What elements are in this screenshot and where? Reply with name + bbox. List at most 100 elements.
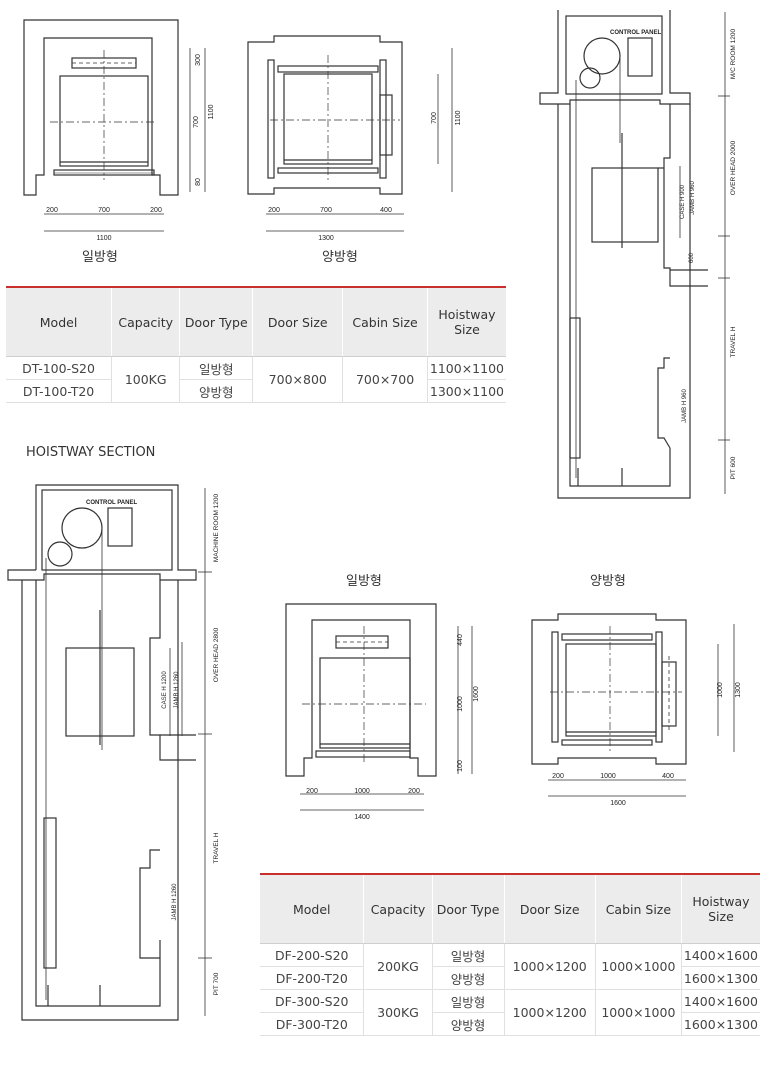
table-header-row: Model Capacity Door Type Door Size Cabin… [6,287,506,357]
small-plan1-label: 일방형 [82,250,118,265]
cell-hoistway: 1300×1100 [426,379,506,403]
dim-w-door: 700 [320,207,332,214]
small-plan-two-way: 700 1100 200 700 400 1300 [247,35,462,242]
large-plan-two-way: 1000 1300 200 1000 400 1600 [531,613,742,807]
case-dim: CASE H 1200 [162,671,168,709]
case-dim: CASE H 900 [680,184,686,219]
th-door-type: Door Type [431,874,505,944]
cell-hoistway: 1400×1600 [680,943,760,967]
jamb2-dim: JAMB H 1260 [172,883,178,921]
cell-door-size: 1000×1200 [503,989,596,1036]
dim-w-left: 200 [306,788,318,795]
dim-v-bot: 100 [457,760,464,772]
dim-w-right: 200 [408,788,420,795]
jamb-dim: JAMB H 960 [690,181,696,215]
gap-dim: 600 [689,252,695,263]
dim-v-bot: 80 [195,178,202,186]
cell-hoistway: 1400×1600 [680,989,760,1013]
cell-door-type: 양방형 [179,379,253,403]
cell-hoistway: 1100×1100 [426,356,506,380]
overhead-dim: OVER HEAD 2000 [730,140,737,195]
cell-model: DF-200-T20 [260,966,364,990]
dim-v-total: 1600 [473,686,480,702]
cell-cabin-size: 700×700 [342,356,428,403]
table-row: DF-200-T20 양방형 1600×1300 [260,966,760,990]
dim-w-left: 200 [46,207,58,214]
dim-w-left: 200 [268,207,280,214]
jamb2-dim: JAMB H 960 [682,389,688,423]
cell-model: DT-100-T20 [6,379,112,403]
dim-v-top: 300 [195,54,202,66]
cell-model: DF-300-S20 [260,989,364,1013]
dim-w-door: 1000 [600,773,616,780]
dim-w-right: 400 [662,773,674,780]
th-model: Model [260,874,364,944]
machine-room-dim: MACHINE ROOM 1200 [213,493,220,562]
cell-capacity: 100KG [111,356,180,403]
cell-cabin-size: 1000×1000 [594,989,682,1036]
large-plan1-label: 일방형 [346,574,382,589]
large-plan-one-way: 440 1000 100 1600 200 1000 200 1400 [285,603,480,821]
dim-w-total: 1600 [610,800,626,807]
th-door-size: Door Size [252,287,343,357]
section-title: HOISTWAY SECTION [26,445,156,460]
dim-v-mid: 1000 [717,682,724,698]
dim-w-right: 400 [380,207,392,214]
th-hoistway-size: Hoistway Size [426,287,506,357]
cell-door-type: 양방형 [431,1012,505,1036]
travel-dim: TRAVEL H [730,326,737,357]
cell-hoistway: 1600×1300 [680,966,760,990]
pit-dim: PIT 700 [213,972,220,995]
table-row: DT-100-T20 양방형 1300×1100 [6,379,506,403]
table-row: DF-300-T20 양방형 1600×1300 [260,1012,760,1036]
large-plan2-label: 양방형 [590,574,626,589]
th-door-size: Door Size [503,874,596,944]
cell-capacity: 300KG [363,989,433,1036]
dim-v-total: 1100 [455,110,462,125]
dim-w-total: 1400 [354,814,370,821]
dim-v-total: 1100 [208,104,215,119]
cell-cabin-size: 1000×1000 [594,943,682,990]
th-cabin-size: Cabin Size [594,874,682,944]
cell-door-type: 양방형 [431,966,505,990]
th-door-type: Door Type [179,287,253,357]
cell-hoistway: 1600×1300 [680,1012,760,1036]
dim-v-total: 1300 [735,682,742,698]
overhead-dim: OVER HEAD 2800 [213,627,220,682]
cell-model: DF-200-S20 [260,943,364,967]
cell-capacity: 200KG [363,943,433,990]
cell-door-type: 일방형 [431,989,505,1013]
dim-v-top: 440 [457,634,464,646]
th-capacity: Capacity [111,287,180,357]
table-header-row: Model Capacity Door Type Door Size Cabin… [260,874,760,944]
dim-v-mid: 1000 [457,696,464,712]
table-row: DF-300-S20 300KG 일방형 1000×1200 1000×1000… [260,989,760,1036]
large-hoistway-section: CONTROL PANEL MACHINE ROOM 1200 OVER HEA… [7,484,220,1021]
cell-door-size: 1000×1200 [503,943,596,990]
dim-w-door: 1000 [354,788,370,795]
jamb-dim: JAMB H 1260 [174,671,180,709]
cell-door-type: 일방형 [179,356,253,380]
cell-model: DF-300-T20 [260,1012,364,1036]
panel-label: CONTROL PANEL [610,30,661,36]
dim-w-total: 1100 [96,235,111,242]
small-plan-one-way: 300 700 80 1100 200 700 200 1100 [23,19,215,242]
dim-w-total: 1300 [318,235,334,242]
travel-dim: TRAVEL H [213,832,220,863]
table-row: DF-200-S20 200KG 일방형 1000×1200 1000×1000… [260,943,760,990]
large-spec-table: Model Capacity Door Type Door Size Cabin… [260,873,760,1036]
cell-door-type: 일방형 [431,943,505,967]
table-row: DT-100-S20 100KG 일방형 700×800 700×700 110… [6,356,506,403]
th-cabin-size: Cabin Size [342,287,428,357]
dim-w-right: 200 [150,207,162,214]
small-hoistway-section: CONTROL PANEL M/C ROOM 1200 OVER HEAD 20… [539,10,737,499]
dim-w-left: 200 [552,773,564,780]
panel-label: CONTROL PANEL [86,500,137,506]
th-model: Model [6,287,112,357]
cell-door-size: 700×800 [252,356,343,403]
dim-w-door: 700 [98,207,110,214]
small-spec-table: Model Capacity Door Type Door Size Cabin… [6,286,506,403]
cell-model: DT-100-S20 [6,356,112,380]
dim-v-mid: 700 [431,112,438,124]
th-capacity: Capacity [363,874,433,944]
